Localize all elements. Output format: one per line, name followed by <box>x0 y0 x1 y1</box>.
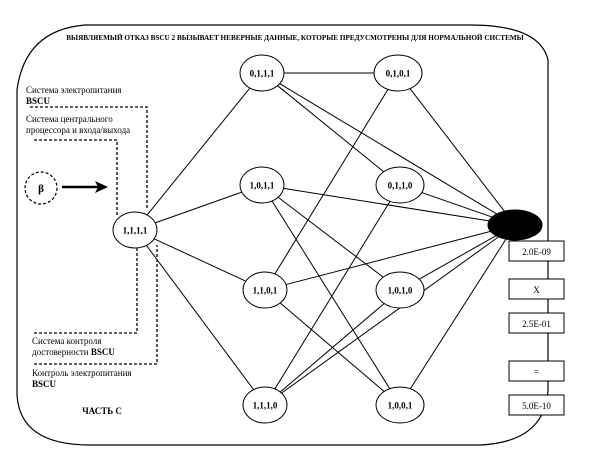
validity-label: Система контроля <box>32 336 101 346</box>
dashed-monitor-line <box>34 245 158 365</box>
cpu-io-label: Система центрального <box>26 114 113 124</box>
value2-box <box>508 312 565 334</box>
result-text: 5.0E-10 <box>522 401 551 411</box>
state-node <box>239 166 285 204</box>
equals-box <box>508 360 565 382</box>
edge-n1101-n0101 <box>274 89 389 275</box>
edge-n0101-failure <box>409 88 505 212</box>
outer-frame <box>16 24 549 446</box>
state-node-label: 1,0,0,1 <box>388 401 413 411</box>
state-node-label: 0,1,0,1 <box>386 69 411 79</box>
edge-n1011-n1001 <box>271 200 391 389</box>
dashed-cpu-line <box>34 139 118 215</box>
state-node <box>375 386 425 424</box>
state-node-label: 1,1,1,0 <box>253 401 278 411</box>
power-system-label-bscu: BSCU <box>26 96 51 106</box>
state-node <box>375 271 425 309</box>
state-node-label: 1,1,0,1 <box>253 286 278 296</box>
edge-n1111-n1110 <box>146 245 254 390</box>
dashed-validity-line <box>34 245 138 334</box>
edge-n1001-failure <box>409 238 507 390</box>
state-node <box>373 54 423 92</box>
nodes: 1,1,1,1 0,1,1,1 1,0,1,1 1,1,0,1 1,1,1,0 0,1,0… <box>112 54 543 424</box>
beta-node <box>24 171 58 205</box>
state-node <box>375 166 425 204</box>
validity-label-2: достоверности BSCU <box>32 347 115 357</box>
dashed-power-line <box>30 106 148 208</box>
edge-n0111-n0110 <box>277 85 385 173</box>
dashed-connectors <box>30 106 158 365</box>
edge-n0111-failure <box>279 83 497 215</box>
failure-state-node <box>487 209 543 241</box>
edge-n1110-n0110 <box>274 201 391 390</box>
power-monitor-label-bscu: BSCU <box>32 379 57 389</box>
result-box <box>508 394 565 416</box>
edge-n1111-n1011 <box>155 191 242 224</box>
edge-n0110-failure <box>421 192 493 218</box>
power-monitor-label: Контроль электропитания <box>32 368 132 378</box>
state-node-label: 0,1,1,0 <box>388 181 413 191</box>
edge-n1111-n1101 <box>153 238 247 282</box>
calculation-panel: 2.0E-09 X 2.5E-01 = 5.0E-10 <box>508 240 565 416</box>
state-node <box>239 54 285 92</box>
part-label: ЧАСТЬ С <box>82 406 122 416</box>
edge-n1011-failure <box>283 187 490 222</box>
state-node <box>242 271 288 309</box>
state-node-label: 1,1,1,1 <box>123 226 148 236</box>
operator-box <box>508 278 565 300</box>
state-node <box>242 386 288 424</box>
value1-box <box>508 240 565 262</box>
edge-n1010-failure <box>418 235 497 280</box>
edge-n1110-failure <box>281 236 499 394</box>
state-node-label: 1,0,1,0 <box>388 286 413 296</box>
state-node <box>112 211 158 249</box>
arrow-head-icon <box>95 181 108 193</box>
cpu-io-label-2: процессора и входа/выхода <box>26 125 130 135</box>
state-node-label: 1,0,1,1 <box>250 181 275 191</box>
diagram-title: ВЫЯВЛЯЕМЫЙ ОТКАЗ BSCU 2 ВЫЗЫВАЕТ НЕВЕРНЫ… <box>66 33 523 42</box>
edge-n1110-n1010 <box>279 303 385 393</box>
state-node-label: 0,1,1,1 <box>250 69 275 79</box>
edges <box>146 72 507 394</box>
operator-text: X <box>533 285 540 295</box>
value2-text: 2.5E-01 <box>522 319 551 329</box>
beta-symbol: β <box>38 183 44 195</box>
edge-n1111-n0111 <box>146 87 251 216</box>
edge-n1101-failure <box>285 230 491 286</box>
value1-text: 2.0E-09 <box>522 247 551 257</box>
equals-text: = <box>534 367 539 377</box>
power-system-label: Система электропитания <box>26 85 122 95</box>
